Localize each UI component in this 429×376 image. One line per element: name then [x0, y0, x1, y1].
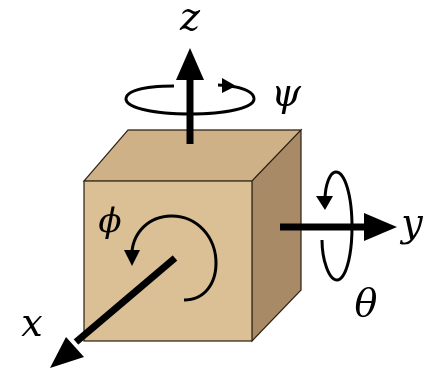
- psi-label: ψ: [271, 71, 302, 115]
- phi-label: ϕ: [98, 201, 121, 241]
- psi-rotation-arrow: [124, 78, 256, 116]
- z-axis: [176, 48, 204, 144]
- theta-label: θ: [355, 281, 378, 325]
- z-axis-label: z: [179, 0, 201, 39]
- x-axis-label: x: [21, 301, 42, 345]
- theta-rotation-arrow: [316, 170, 354, 282]
- x-axis: [50, 255, 178, 368]
- y-axis-label: y: [399, 201, 423, 245]
- phi-rotation-arrow: [124, 214, 218, 302]
